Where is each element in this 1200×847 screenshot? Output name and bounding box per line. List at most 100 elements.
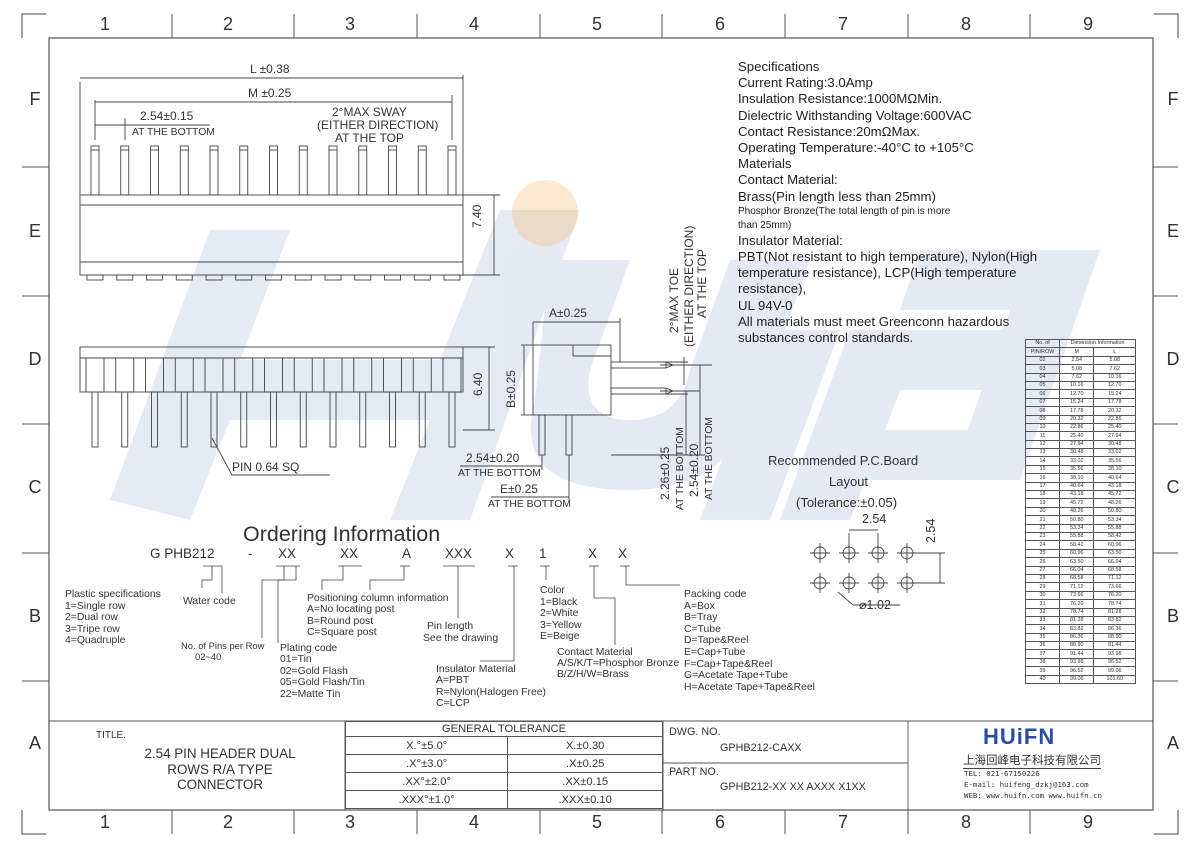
dimtable-cell: 45.72	[1093, 490, 1136, 500]
dimtable-cell: 35	[1024, 632, 1061, 643]
dimtable-cell: 21	[1024, 515, 1061, 525]
ordering-code-segment: X	[618, 546, 628, 561]
ordering-title: Ordering Information	[243, 522, 441, 546]
company-web: WEB: www.huifn.com www.huifn.cn	[964, 791, 1102, 800]
dim-e: E±0.25	[500, 482, 538, 496]
dim-m: M ±0.25	[248, 86, 292, 100]
dim-2-54-v-note: AT THE BOTTOM	[704, 417, 715, 500]
dim-a: A±0.25	[549, 306, 587, 320]
dimtable-cell: 19	[1024, 498, 1061, 508]
company-name: 上海回峰电子科技有限公司	[963, 752, 1101, 769]
top-pin-base	[205, 274, 223, 281]
ordering-option: A=Box	[684, 600, 715, 612]
ordering-option: H=Acetate Tape+Tape&Reel	[684, 681, 815, 693]
zone-col-label: 7	[837, 14, 848, 34]
dimtable-header-no: No. of	[1024, 338, 1061, 349]
ordering-option: 1=Single row	[65, 600, 126, 612]
watermark-dot	[512, 180, 578, 246]
top-pin-base	[86, 274, 104, 281]
top-pin	[388, 145, 397, 196]
zone-col-label: 9	[1082, 812, 1093, 832]
ordering-option: 3=Yellow	[540, 619, 582, 631]
spec-line: Contact Material:	[738, 172, 838, 188]
spec-line: Dielectric Withstanding Voltage:600VAC	[738, 107, 972, 123]
company-email: E-mail: huifeng_dzkj@163.com	[964, 780, 1089, 789]
ordering-code-segment: X	[588, 546, 598, 561]
dimtable-cell: 99.06	[1093, 666, 1136, 676]
top-pin	[328, 145, 338, 196]
zone-col-label: 4	[468, 14, 479, 34]
dimtable-cell: 91.44	[1059, 649, 1095, 659]
ordering-option: Plastic specifications	[65, 589, 161, 600]
zone-row-label: C	[28, 477, 42, 497]
dimtable-cell: 43.18	[1059, 490, 1095, 500]
ordering-option: 2=Dual row	[65, 612, 118, 624]
dim-e-note: AT THE BOTTOM	[488, 499, 571, 510]
dim-6-40: 6.40	[471, 372, 485, 396]
ordering-option: A=No locating post	[307, 604, 395, 616]
dimtable-cell: 33.02	[1059, 456, 1095, 466]
dimtable-cell: 93.98	[1093, 649, 1136, 659]
water-code: Water code	[183, 596, 236, 607]
zone-row-label: B	[1166, 606, 1179, 626]
pcb-layout-drawing	[810, 543, 917, 593]
ordering-option: 22=Matte Tin	[280, 688, 341, 700]
ordering-option: E=Beige	[540, 631, 580, 643]
dimtable-cell: 76.20	[1059, 599, 1095, 609]
dim-pitch: 2.54±0.15	[140, 109, 194, 123]
front-pin-cavity	[353, 357, 373, 393]
front-pin-cavity	[145, 357, 164, 393]
zone-row-label: C	[1166, 477, 1180, 497]
dimtable-cell: 10	[1024, 422, 1061, 433]
dimtable-cell: 86.36	[1059, 632, 1095, 643]
dimtable-cell: 35.56	[1093, 456, 1136, 466]
zone-row-label: E	[28, 221, 41, 241]
top-pin-base	[116, 274, 134, 281]
spec-line: temperature resistance), LCP(High temper…	[738, 265, 1017, 281]
tolerance-cell: .XX±0.15	[507, 772, 663, 791]
title-label: TITLE.	[96, 730, 127, 741]
dimtable-cell: 15	[1024, 464, 1061, 475]
ordering-option: Positioning column information	[307, 593, 449, 604]
ordering-option: E=Cap+Tube	[684, 646, 746, 658]
dwg-no-label: DWG. NO.	[669, 726, 721, 738]
dimtable-cell: 78.74	[1059, 607, 1095, 617]
spec-line: resistance),	[738, 281, 807, 297]
top-pin-base	[443, 274, 461, 281]
front-pin-cavity	[264, 357, 283, 393]
ordering-option: R=Nylon(Halogen Free)	[436, 686, 547, 698]
zone-row-label: A	[28, 733, 41, 753]
ordering-option: Color	[540, 585, 565, 596]
dimtable-cell: 22	[1024, 523, 1061, 534]
dimtable-cell: 05	[1024, 380, 1061, 391]
dimtable-cell: 03	[1024, 364, 1061, 374]
dimtable-cell: 09	[1024, 414, 1061, 424]
ordering-option: C=Tube	[684, 623, 721, 635]
dimtable-header-pinrow: PIN/ROW	[1024, 347, 1061, 357]
zone-col-label: 4	[468, 812, 479, 832]
dimtable-cell: 39	[1024, 666, 1061, 676]
ordering-option: 1=Black	[540, 596, 578, 608]
ordering-code-segment: 1	[539, 546, 547, 561]
dimtable-cell: 27.94	[1059, 439, 1095, 450]
dimtable-cell: 101.60	[1093, 674, 1136, 685]
dimtable-cell: 02	[1024, 355, 1061, 366]
ordering-option: 02~40	[195, 651, 222, 662]
dim-2-26-note: AT THE BOTTOM	[675, 427, 686, 510]
dimtable-header-m: M	[1059, 347, 1095, 357]
dimtable-cell: 53.34	[1093, 515, 1136, 525]
top-pin	[120, 145, 130, 196]
